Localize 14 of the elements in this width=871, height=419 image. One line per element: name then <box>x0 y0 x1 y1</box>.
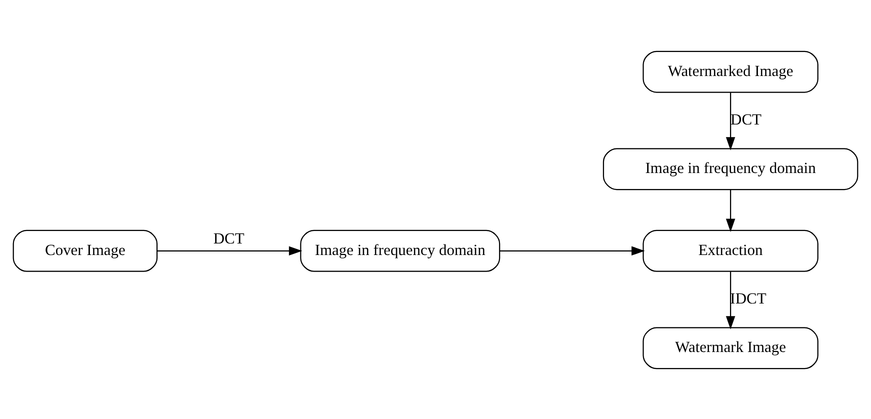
arrow <box>157 246 302 256</box>
node-box: Watermark Image <box>642 326 818 369</box>
arrow <box>726 271 736 329</box>
edge-label: DCT <box>213 230 244 247</box>
node-box: Cover Image <box>12 229 158 272</box>
edge-label: IDCT <box>730 290 766 308</box>
arrow <box>726 92 736 150</box>
arrow <box>726 189 736 232</box>
node-box: Extraction <box>642 229 818 272</box>
node-box: Image in frequency domain <box>300 229 500 272</box>
node-box: Image in frequency domain <box>602 148 858 190</box>
edge-label: DCT <box>730 111 762 128</box>
arrow <box>500 246 645 256</box>
node-box: Watermarked Image <box>642 50 818 92</box>
